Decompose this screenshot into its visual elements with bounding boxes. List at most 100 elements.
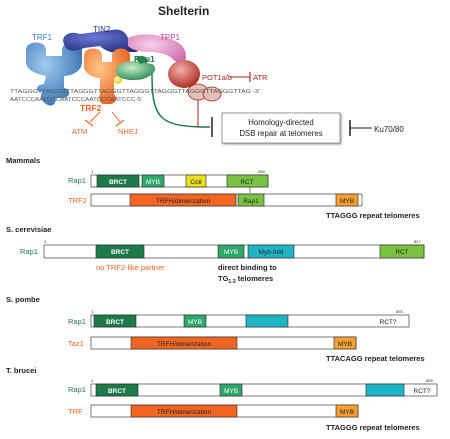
brucei-trf-label: TRF bbox=[68, 407, 83, 416]
brucei-section: T. brucei 1 855 Rap1 BRCT MYB RCT? TRF T… bbox=[6, 366, 438, 432]
trf2-nhej-inhibition-line bbox=[111, 111, 121, 123]
cerevisiae-rap1-myb-label: MYB bbox=[224, 249, 238, 256]
mammals-rap1-label: Rap1 bbox=[68, 176, 86, 185]
cerevisiae-no-partner: no TRF2-like partner bbox=[96, 263, 165, 272]
mammals-trf2-trfh bbox=[129, 193, 237, 207]
dna-bottom-strand: AATCCCAATCCCAATCCCAATCCCAATCCC-5' bbox=[10, 97, 142, 103]
rap1-label: Rap1 bbox=[134, 54, 155, 64]
rap1-repair-inhibition-line bbox=[151, 73, 211, 128]
mammals-rap1-start: 1 bbox=[91, 169, 94, 174]
mammals-rap1-rct bbox=[226, 174, 269, 188]
pombe-taz1-myb-label: MYB bbox=[338, 341, 352, 348]
mammals-rap1-coil bbox=[185, 174, 207, 188]
tpp1-label: TPP1 bbox=[160, 33, 181, 42]
cerevisiae-rap1-rct-label: RCT bbox=[395, 249, 408, 256]
brucei-trf-myb bbox=[335, 404, 359, 418]
tin2-protein-shape bbox=[63, 29, 141, 53]
pombe-rap1-myb bbox=[183, 314, 207, 328]
cerevisiae-direct-line1: direct binding to bbox=[218, 263, 277, 272]
mammals-rap1-end: 394 bbox=[258, 169, 265, 174]
brucei-rap1-myb-label: MYB bbox=[224, 388, 238, 395]
mammals-rap1-brct-label: BRCT bbox=[109, 179, 127, 186]
nhej-label: NHEJ bbox=[118, 127, 138, 136]
cerevisiae-direct-line2-pre: TG bbox=[218, 274, 229, 283]
mammals-trf2-myb-label: MYB bbox=[340, 198, 354, 205]
trf2-atm-inhibition-line bbox=[89, 111, 101, 123]
brucei-rap1-brct-label: BRCT bbox=[108, 388, 126, 395]
brucei-rap1-start: 1 bbox=[91, 378, 94, 383]
cerevisiae-rap1-brct-label: BRCT bbox=[111, 249, 129, 256]
cerevisiae-direct-line2-sub: 1-3 bbox=[228, 279, 235, 285]
pombe-taz1-myb bbox=[333, 336, 357, 350]
cerevisiae-rap1-label: Rap1 bbox=[20, 247, 38, 256]
mammals-telomere: TTAGGG repeat telomeres bbox=[326, 211, 420, 220]
mammals-rap1-coil-label: Coil bbox=[190, 179, 202, 186]
atr-label: ATR bbox=[253, 73, 268, 82]
pombe-rap1-label: Rap1 bbox=[68, 317, 86, 326]
pombe-rap1-brct bbox=[93, 314, 137, 328]
trf2-nhej-inhibition-bar bbox=[115, 119, 125, 127]
cerevisiae-rap1-mybfold-label: Myb-fold bbox=[259, 249, 284, 256]
cerevisiae-direct-line2: TG1-3 telomeres bbox=[218, 274, 273, 285]
shelterin-title: Shelterin bbox=[158, 4, 209, 18]
pombe-rap1-end: 693 bbox=[396, 309, 403, 314]
pombe-taz1-label: Taz1 bbox=[68, 339, 84, 348]
pombe-rap1-teal bbox=[245, 314, 289, 328]
pombe-heading: S. pombe bbox=[6, 295, 40, 304]
cerevisiae-rap1-end: 827 bbox=[414, 239, 421, 244]
mammals-trf2-rap1-label: Rap1 bbox=[243, 198, 259, 205]
pot1-protein-shape bbox=[168, 60, 222, 102]
cerevisiae-rap1-myb bbox=[217, 244, 245, 259]
mammals-trf2-label: TRF2 bbox=[68, 196, 87, 205]
pombe-rap1-rct-label: RCT? bbox=[380, 319, 397, 326]
dna-top-strand: TTAGGGTTAGGGTTAGGGTTAGGGTTAGGGTTAGGGTTAG… bbox=[10, 89, 260, 95]
pombe-taz1-trfh-label: TRFH/dimerization bbox=[157, 341, 212, 348]
brucei-rap1-rct-label: RCT? bbox=[414, 388, 431, 395]
pombe-rap1-brct-label: BRCT bbox=[106, 319, 124, 326]
mammals-trf2-rap1 bbox=[237, 193, 265, 207]
mammals-trf2-trfh-label: TRFH/dimerization bbox=[156, 198, 211, 205]
mammals-heading: Mammals bbox=[6, 156, 40, 165]
mammals-trf2-myb bbox=[335, 193, 359, 207]
brucei-rap1-brct bbox=[95, 383, 139, 397]
brucei-rap1-teal bbox=[365, 383, 405, 397]
cerevisiae-rap1-brct bbox=[95, 244, 145, 259]
pombe-telomere: TTACAGG repeat telomeres bbox=[326, 354, 425, 363]
mammals-rap1-myb-label: MYB bbox=[146, 179, 160, 186]
pombe-taz1-trfh bbox=[130, 336, 238, 350]
mammals-rap1-rct-label: RCT bbox=[240, 179, 253, 186]
mammals-section: Mammals 1 394 Rap1 BRCT MYB Coil RCT TRF… bbox=[6, 156, 420, 220]
trf2-atm-inhibition-bar bbox=[84, 119, 94, 127]
atm-label: ATM bbox=[72, 127, 87, 136]
pombe-rap1-myb-label: MYB bbox=[188, 319, 202, 326]
rap1-protein-shape bbox=[116, 55, 155, 80]
repair-text-line2: DSB repair at telomeres bbox=[239, 129, 322, 138]
mammals-rap1-myb bbox=[141, 174, 165, 188]
cerevisiae-rap1-rct bbox=[379, 244, 425, 259]
shelterin-illustration: Shelterin TRF1 TIN2 TPP1 POT1a/b ATR bbox=[10, 4, 404, 144]
trf1-protein-shape bbox=[26, 42, 82, 106]
brucei-rap1-bar bbox=[90, 383, 438, 397]
cerevisiae-rap1-mybfold bbox=[247, 244, 295, 259]
brucei-heading: T. brucei bbox=[6, 366, 36, 375]
cerevisiae-section: S. cerevisiae 1 827 Rap1 BRCT MYB Myb-fo… bbox=[6, 225, 425, 285]
tpp1-protein-shape bbox=[128, 34, 186, 64]
cerevisiae-direct-line2-post: telomeres bbox=[236, 274, 274, 283]
trf2-protein-shape bbox=[84, 48, 130, 104]
brucei-trf-trfh-label: TRFH/dimerization bbox=[157, 409, 212, 416]
cerevisiae-rap1-start: 1 bbox=[44, 239, 47, 244]
brucei-trf-myb-label: MYB bbox=[340, 409, 354, 416]
ku-label: Ku70/80 bbox=[374, 125, 404, 134]
brucei-trf-trfh bbox=[130, 404, 238, 418]
repair-box bbox=[221, 112, 341, 144]
tin2-label: TIN2 bbox=[93, 25, 111, 34]
brucei-rap1-label: Rap1 bbox=[68, 385, 86, 394]
pot1-label: POT1a/b bbox=[202, 73, 232, 82]
brucei-telomere: TTAGGG repeat telomeres bbox=[326, 423, 420, 432]
brucei-rap1-end: 855 bbox=[426, 378, 433, 383]
repair-text-line1: Homology-directed bbox=[248, 118, 313, 127]
pombe-rap1-start: 1 bbox=[91, 309, 94, 314]
pombe-section: S. pombe 1 693 Rap1 BRCT MYB RCT? Taz1 T… bbox=[6, 295, 425, 363]
mammals-rap1-brct bbox=[96, 174, 140, 188]
cerevisiae-heading: S. cerevisiae bbox=[6, 225, 51, 234]
